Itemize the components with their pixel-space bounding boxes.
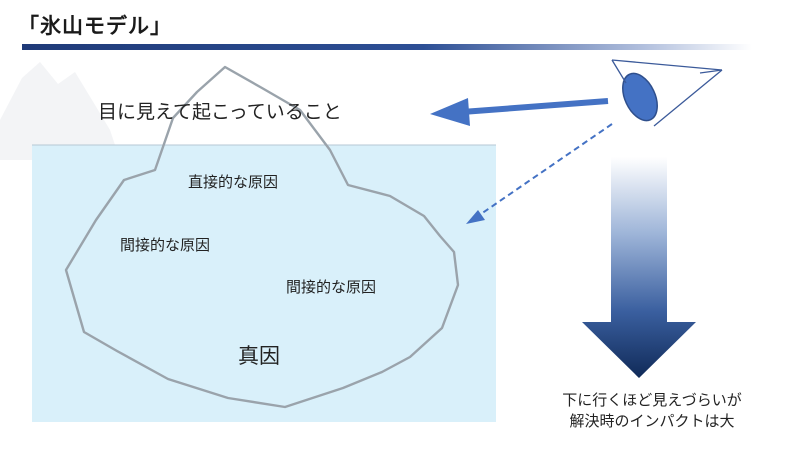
sight-line-edge <box>699 69 723 74</box>
visible-arrow-shaft <box>461 98 609 115</box>
root-cause-label: 真因 <box>238 344 280 368</box>
caption-line-1: 下に行くほど見えづらいが <box>562 391 742 409</box>
water-area <box>32 145 496 422</box>
iceberg-outline <box>64 65 460 409</box>
direct-cause-label: 直接的な原因 <box>188 173 279 191</box>
depth-arrow <box>582 157 696 378</box>
sight-line-top <box>611 59 723 71</box>
hidden-arrow-shaft <box>477 123 613 217</box>
eye-icon <box>622 72 658 122</box>
hidden-arrow-head <box>466 210 485 224</box>
slide-title: 「氷山モデル」 <box>18 14 172 38</box>
sight-line-lower <box>653 69 723 127</box>
title-underline <box>22 44 752 50</box>
sight-line-upper <box>611 59 627 84</box>
caption-line-2: 解決時のインパクトは大 <box>569 412 735 430</box>
depth-caption: 下に行くほど見えづらいが 解決時のインパクトは大 <box>518 390 786 432</box>
indirect-cause-label-right: 間接的な原因 <box>286 278 377 296</box>
visible-arrow-head <box>430 98 470 126</box>
indirect-cause-label-left: 間接的な原因 <box>120 236 211 254</box>
visible-events-label: 目に見えて起こっていること <box>98 101 342 123</box>
background-mountain <box>0 62 120 160</box>
